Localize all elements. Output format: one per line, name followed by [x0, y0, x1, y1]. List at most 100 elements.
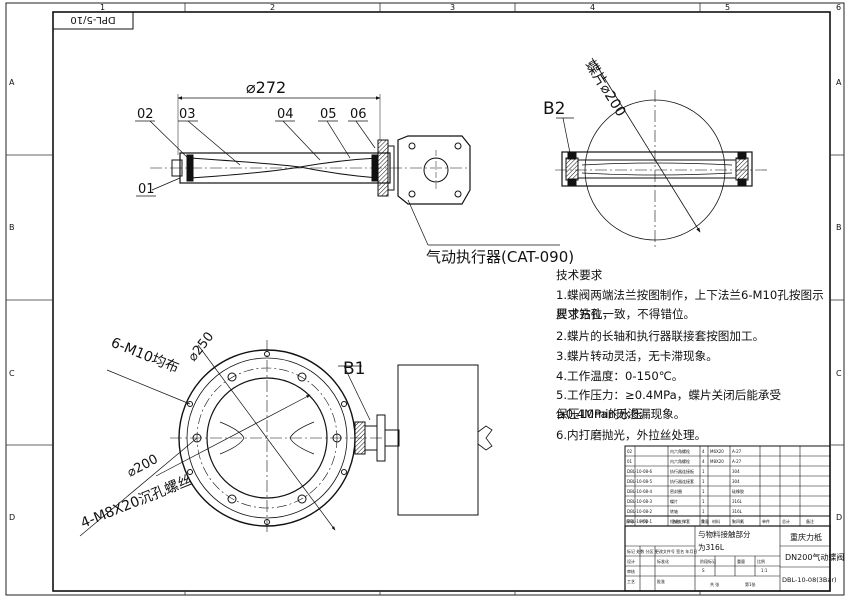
parts-row-3-name: 执行器连接板 — [670, 468, 694, 474]
tech-req-6: 6.内打磨抛光，外拉丝处理。 — [556, 428, 707, 442]
parts-row-8-mat: 聚四氟 — [732, 518, 744, 524]
parts-row-4-qty: 1 — [702, 479, 705, 484]
parts-row-6-qty: 1 — [702, 499, 705, 504]
tech-requirements-title: 技术要求 — [556, 268, 603, 282]
parts-header-unit: 单件 — [762, 518, 770, 524]
tech-req-3: 3.蝶片转动灵活，无卡滞现象。 — [556, 349, 718, 363]
parts-header-code: 代号 — [640, 518, 648, 524]
parts-row-7-qty: 1 — [702, 509, 705, 514]
part-name: DN200气动蝶阀 — [785, 552, 844, 562]
parts-row-5-qty: 1 — [702, 489, 705, 494]
parts-row-2-no: 01 — [627, 459, 633, 464]
drawing-no: DBL-10-08(3Bar) — [782, 576, 837, 584]
front-view — [135, 94, 560, 246]
parts-row-6-no: DBL-10-08-3 — [627, 499, 652, 504]
parts-row-5-no: DBL-10-08-4 — [627, 489, 652, 494]
parts-list-grid — [624, 445, 831, 527]
zone-markers — [6, 3, 844, 595]
zone-col-2: 2 — [270, 3, 275, 12]
thread-label: 4-M8X20沉孔螺丝 — [79, 473, 195, 532]
sign-row: 标记 处数 分区 更改文件号 签名 年月日 — [627, 548, 697, 554]
tech-req-1b: 要求方位一致，不得错位。 — [556, 307, 696, 321]
tech-req-5: 5.工作压力：≥0.4MPa，蝶片关闭后能承受≥0.4MPa的水压 — [556, 388, 782, 421]
parts-row-8-name: 短轴支撑套 — [670, 518, 690, 524]
material-note-2: 为316L — [698, 542, 725, 552]
parts-row-7-mat: 316L — [732, 509, 743, 514]
parts-header-name: 名称 — [672, 518, 680, 524]
callout-05: 05 — [320, 107, 337, 122]
zone-col-4: 4 — [590, 3, 595, 12]
inner-frame — [52, 11, 831, 592]
tech-req-5b: 保压10min无渗漏现象。 — [556, 407, 686, 421]
zone-row-c: C — [9, 369, 15, 378]
zone-col-1: 1 — [100, 3, 105, 12]
callout-02: 02 — [137, 107, 154, 122]
parts-row-1-name: 内六角螺栓 — [670, 448, 690, 454]
parts-row-6-name: 蝶片 — [670, 498, 678, 504]
parts-row-7-name: 转轴 — [670, 508, 678, 514]
parts-row-3-no: DBL-10-08-6 — [627, 469, 652, 474]
parts-row-5-mat: 硅橡胶 — [732, 488, 744, 494]
parts-row-2-name: 内六角螺栓 — [670, 458, 690, 464]
parts-header-material: 材料 — [712, 518, 720, 524]
zone-row-b: B — [9, 223, 15, 232]
callout-03: 03 — [179, 107, 196, 122]
callout-06: 06 — [350, 107, 367, 122]
parts-row-2-mat: A-27 — [732, 459, 742, 464]
parts-row-7-no: DBL-10-08-2 — [627, 509, 652, 514]
front-dim-272: ⌀272 — [246, 78, 286, 97]
side-dim-200: 蝶片⌀200 — [582, 58, 629, 120]
sheet-label: 第1张 — [745, 581, 756, 587]
parts-row-5-name: 密封圈 — [670, 488, 682, 494]
parts-row-1-mat: A-27 — [732, 449, 742, 454]
parts-row-2-qty: 4 — [702, 459, 705, 464]
zone-col-6: 6 — [836, 3, 841, 12]
parts-row-4-name: 执行器连接套 — [670, 478, 694, 484]
parts-row-1-qty: 4 — [702, 449, 705, 454]
bolt-hole-label: 6-M10均布 — [109, 335, 182, 377]
parts-row-3-qty: 1 — [702, 469, 705, 474]
parts-row-6-mat: 316L — [732, 499, 743, 504]
parts-header-total: 总计 — [782, 518, 790, 524]
stage-label: 阶段标记 — [700, 558, 716, 564]
parts-header-note: 备注 — [806, 518, 814, 524]
zone-col-5: 5 — [725, 3, 730, 12]
review-label: 审核 — [627, 568, 635, 574]
parts-row-4-mat: 304 — [732, 479, 740, 484]
zone-row-c-right: C — [836, 369, 842, 378]
zone-row-a: A — [9, 78, 15, 87]
material-note-1: 与物料接触部分 — [698, 529, 751, 539]
scale-label: 比例 — [757, 558, 765, 564]
parts-row-2-spec: M8X20 — [710, 459, 724, 464]
title-block-grid — [624, 525, 831, 592]
side-view — [555, 57, 770, 250]
drawing-number-box — [52, 11, 134, 30]
parts-row-8-no: DBL-10-08-1 — [627, 519, 652, 524]
outer-frame — [5, 2, 845, 596]
zone-row-b-right: B — [836, 223, 842, 232]
zone-row-d: D — [9, 513, 15, 522]
zone-col-3: 3 — [450, 3, 455, 12]
stage-value: S — [702, 568, 705, 573]
tech-req-2: 2.蝶片的长轴和执行器联接套按图加工。 — [556, 329, 765, 343]
zone-row-a-right: A — [836, 78, 842, 87]
plan-dim-250: ⌀250 — [185, 330, 217, 365]
parts-header-qty: 数量 — [701, 518, 709, 524]
callout-04: 04 — [277, 107, 294, 122]
company-name: 重庆力柢 — [790, 532, 822, 542]
scale-value: 1:1 — [761, 568, 768, 573]
parts-header-no: 序号 — [626, 518, 634, 524]
plan-view — [79, 340, 493, 537]
standard-label: 标准化 — [657, 558, 669, 564]
parts-row-3-mat: 304 — [732, 469, 740, 474]
weight-label: 重量 — [737, 558, 745, 564]
plan-view-label: B1 — [343, 359, 365, 379]
parts-row-1-no: 02 — [627, 449, 633, 454]
plan-dim-200: ⌀200 — [125, 452, 161, 481]
design-label: 设计 — [627, 558, 635, 564]
zone-row-d-right: D — [836, 513, 842, 522]
callout-01: 01 — [138, 182, 155, 197]
actuator-label: 气动执行器(CAT-090) — [426, 248, 574, 266]
